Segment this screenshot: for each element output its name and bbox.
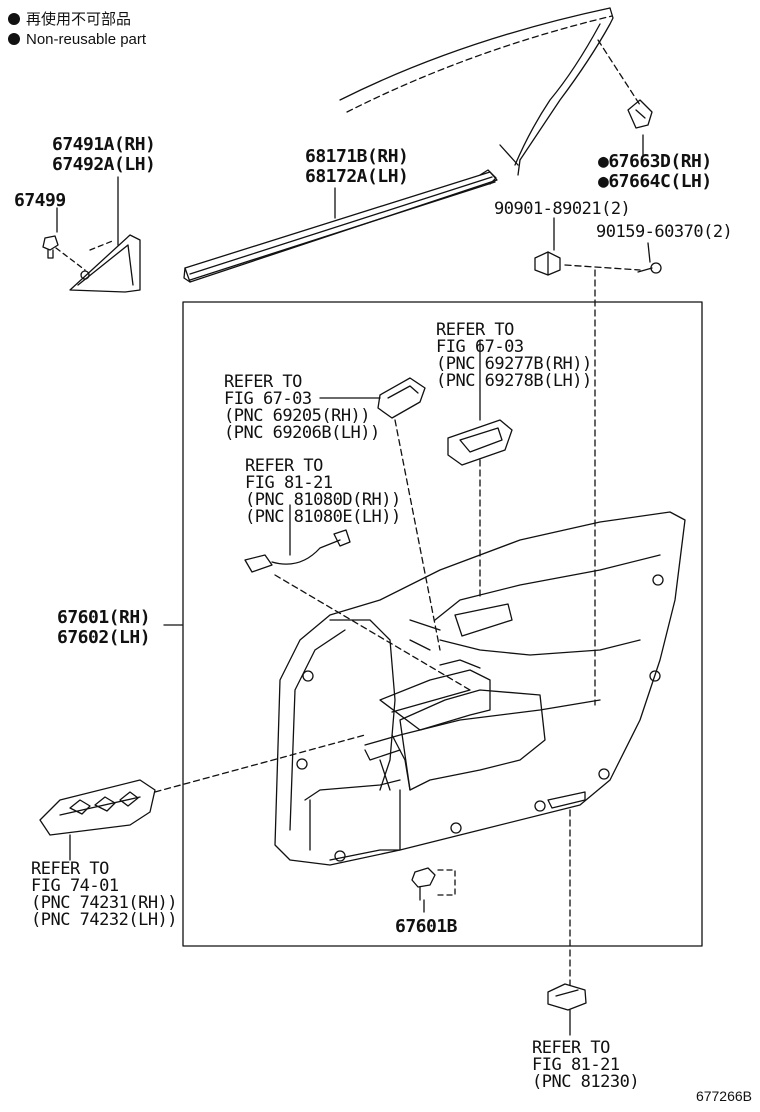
ref-line: REFER TO — [31, 859, 109, 879]
part-label-67601[interactable]: 67601(RH) — [57, 607, 151, 628]
ref-line: (PNC 81230) — [532, 1072, 640, 1092]
ref-line: FIG 67-03 — [436, 337, 524, 357]
ref-line: FIG 81-21 — [532, 1055, 620, 1075]
courtesy-lamp-wire-drawing — [244, 504, 471, 691]
part-label-67492a[interactable]: 67492A(LH) — [52, 154, 156, 175]
ref-line: (PNC 69206B(LH)) — [224, 423, 380, 443]
ref-line: (PNC 69278B(LH)) — [436, 371, 592, 391]
screw-drawing — [637, 262, 662, 274]
ref-line: (PNC 69205(RH)) — [224, 406, 371, 426]
legend-text: 再使用不可部品 — [26, 11, 132, 28]
ref-line: REFER TO — [532, 1038, 610, 1058]
door-trim-panel-drawing — [163, 511, 686, 986]
reference-callout-69205[interactable]: REFER TO FIG 67-03 (PNC 69205(RH)) (PNC … — [224, 374, 380, 442]
part-label-68171b[interactable]: 68171B(RH) — [305, 146, 409, 167]
ref-line: FIG 67-03 — [224, 389, 312, 409]
mirror-cover-drawing — [42, 234, 141, 293]
part-label-67602[interactable]: 67602(LH) — [57, 627, 151, 648]
ref-line: REFER TO — [436, 320, 514, 340]
ref-line: REFER TO — [224, 372, 302, 392]
ref-line: (PNC 81080E(LH)) — [245, 507, 401, 527]
ref-line: (PNC 81080D(RH)) — [245, 490, 401, 510]
window-frame-drawing — [339, 7, 614, 176]
bullet-icon — [8, 33, 20, 45]
figure-code: 677266B — [695, 1088, 752, 1104]
inner-handle-drawing — [319, 377, 441, 651]
ref-line: (PNC 74231(RH)) — [31, 893, 178, 913]
ref-line: REFER TO — [245, 456, 323, 476]
assembly-frame — [182, 301, 703, 947]
part-label-67664c[interactable]: ●67664C(LH) — [598, 171, 712, 192]
part-label-67499[interactable]: 67499 — [14, 190, 66, 211]
panel-clip-drawing — [411, 867, 456, 913]
clip-90901-drawing — [534, 251, 561, 276]
ref-line: FIG 81-21 — [245, 473, 333, 493]
reference-callout-69277b[interactable]: REFER TO FIG 67-03 (PNC 69277B(RH)) (PNC… — [436, 322, 592, 390]
legend-item-english: Non-reusable part — [8, 31, 146, 48]
bullet-icon — [8, 13, 20, 25]
legend-item-japanese: 再使用不可部品 — [8, 8, 131, 29]
ref-line: (PNC 69277B(RH)) — [436, 354, 592, 374]
reference-callout-74231[interactable]: REFER TO FIG 74-01 (PNC 74231(RH)) (PNC … — [31, 859, 178, 930]
belt-molding-drawing — [183, 169, 498, 283]
clip-drawing — [627, 99, 653, 129]
door-lamp-drawing — [547, 983, 587, 1036]
part-label-67663d[interactable]: ●67663D(RH) — [598, 151, 712, 172]
leader-lines-top — [56, 39, 651, 706]
ref-line: FIG 74-01 — [31, 876, 119, 896]
part-label-67491a[interactable]: 67491A(RH) — [52, 134, 156, 155]
inner-handle-bezel-drawing — [447, 339, 513, 601]
part-label-68172a[interactable]: 68172A(LH) — [305, 166, 409, 187]
part-label-90901[interactable]: 90901-89021(2) — [494, 199, 631, 219]
reference-callout-81080d[interactable]: REFER TO FIG 81-21 (PNC 81080D(RH)) (PNC… — [245, 458, 401, 526]
reference-callout-81230[interactable]: REFER TO FIG 81-21 (PNC 81230) — [532, 1038, 640, 1092]
window-switch-drawing — [39, 734, 366, 861]
legend-text: Non-reusable part — [26, 31, 147, 48]
part-label-67601b[interactable]: 67601B — [395, 916, 458, 937]
part-label-90159[interactable]: 90159-60370(2) — [596, 222, 733, 242]
ref-line: (PNC 74232(LH)) — [31, 910, 178, 930]
